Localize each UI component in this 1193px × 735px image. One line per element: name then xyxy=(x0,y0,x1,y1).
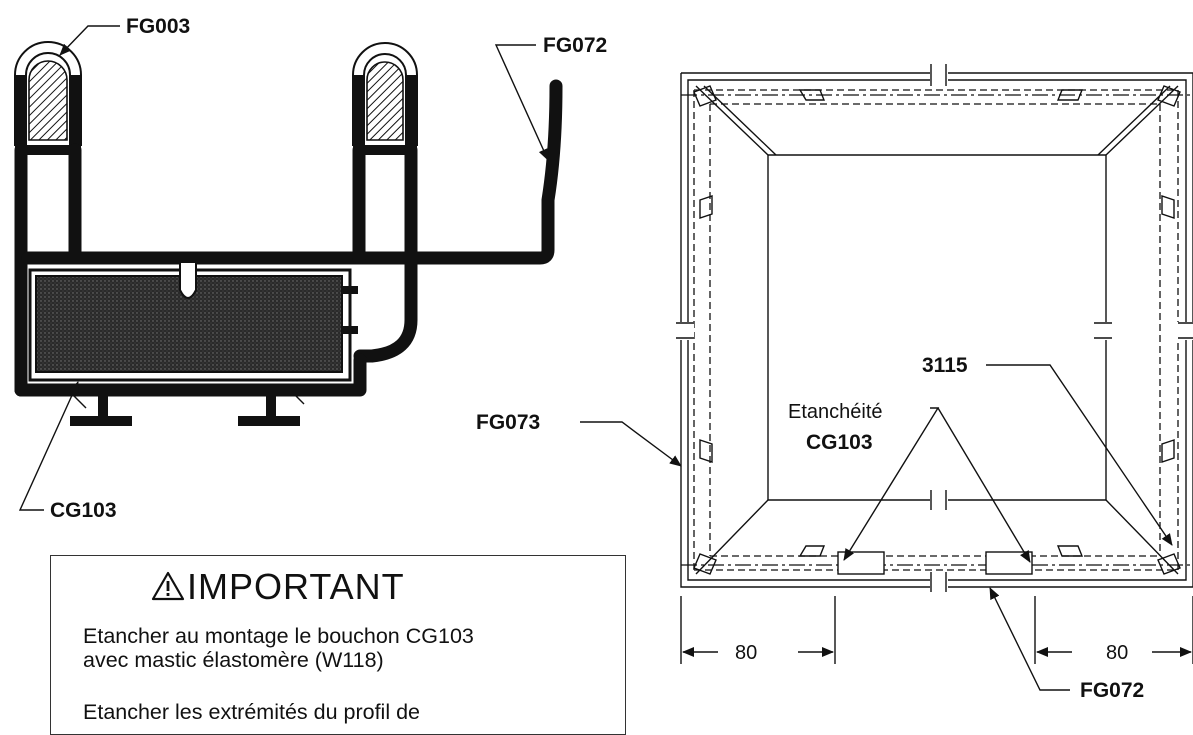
label-etancheite-cg103: CG103 xyxy=(806,431,873,454)
label-3115: 3115 xyxy=(922,354,968,377)
leader-fg073 xyxy=(580,421,682,467)
label-fg003: FG003 xyxy=(126,15,190,38)
label-fg072-bottom: FG072 xyxy=(1080,679,1144,702)
left-clip-fg003 xyxy=(14,41,82,155)
important-notice-box: IMPORTANT Etancher au montage le bouchon… xyxy=(50,555,626,735)
technical-drawing: FG003 FG072 CG103 xyxy=(14,15,1193,702)
notice-line-3: Etancher les extrémités du profil de xyxy=(83,700,420,724)
leader-fg072-top xyxy=(494,44,549,161)
dimension-left: 80 xyxy=(735,642,757,664)
right-clip xyxy=(352,42,418,155)
label-cg103: CG103 xyxy=(50,499,117,522)
warning-triangle-icon xyxy=(151,571,185,601)
leader-seal-right xyxy=(937,407,1031,563)
profile-body xyxy=(14,79,563,426)
notice-line-2: avec mastic élastomère (W118) xyxy=(83,648,384,672)
profile-section xyxy=(14,25,563,511)
label-etancheite: Etanchéité xyxy=(788,401,883,423)
leader-fg003 xyxy=(59,25,120,56)
label-fg073: FG073 xyxy=(476,411,540,434)
leader-fg072-bottom xyxy=(989,587,1070,691)
notice-heading: IMPORTANT xyxy=(151,566,405,608)
frame-plan xyxy=(580,62,1193,691)
leader-3115 xyxy=(986,364,1173,546)
leader-cg103 xyxy=(18,381,79,511)
notice-title: IMPORTANT xyxy=(187,566,405,607)
notice-line-1: Etancher au montage le bouchon CG103 xyxy=(83,624,474,648)
dimension-right: 80 xyxy=(1106,642,1128,664)
label-fg072-top: FG072 xyxy=(543,34,607,57)
